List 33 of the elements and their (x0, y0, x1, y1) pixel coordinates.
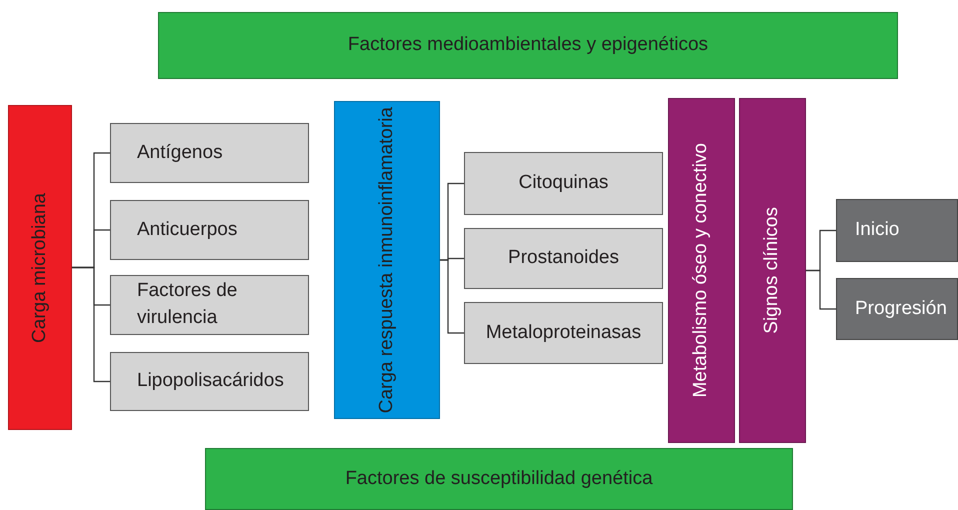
node-label: Factores medioambientales y epigenéticos (348, 33, 708, 58)
outcome-box (836, 278, 958, 340)
node-label: Signos clínicos (760, 207, 784, 334)
item-box (464, 152, 663, 215)
factor-band (205, 448, 793, 510)
item-box (110, 123, 309, 183)
node-label: Lipopolisacáridos (137, 369, 284, 394)
factor-band (158, 12, 898, 79)
node-label: Factores de virulencia (137, 279, 238, 330)
node-label: Citoquinas (518, 171, 608, 196)
connector-line (440, 259, 464, 334)
category-bar (334, 101, 440, 419)
node-label: Inicio (855, 218, 900, 242)
item-box (464, 302, 663, 364)
outcome-box (836, 199, 958, 262)
category-bar (8, 105, 72, 430)
item-box (110, 200, 309, 260)
connector-line (806, 270, 836, 310)
node-label: Antígenos (137, 140, 223, 165)
item-box (110, 352, 309, 411)
node-label: Factores de susceptibilidad genética (345, 466, 653, 491)
node-label: Metabolismo óseo y conectivo (689, 143, 712, 398)
node-label: Carga respuesta inmunoinflamatoria (374, 106, 398, 414)
category-bar (739, 98, 806, 443)
node-label: Prostanoides (508, 246, 619, 270)
node-label: Anticuerpos (137, 218, 238, 242)
node-label: Metaloproteinasas (486, 320, 642, 345)
item-box (464, 228, 663, 289)
connector-line (72, 266, 110, 382)
item-box (110, 275, 309, 335)
node-label: Progresión (855, 296, 947, 321)
category-bar (668, 98, 735, 443)
node-label: Carga microbiana (28, 192, 51, 342)
